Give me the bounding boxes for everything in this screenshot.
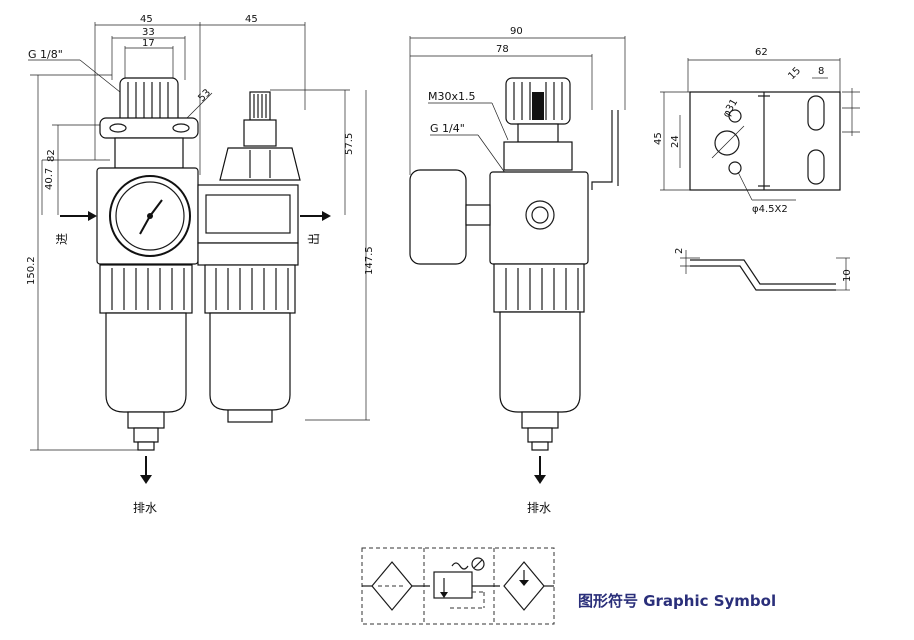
hole-label: φ4.5X2 [752,204,788,215]
left-assembly-view: 45 45 33 17 G 1/8" 53 150.2 82 40.7 57.5… [26,14,375,515]
dim-33: 33 [142,27,155,38]
dim-82: 82 [46,149,57,162]
dim-40-7: 40.7 [44,168,55,190]
dim-45-right: 45 [245,14,258,25]
thread-label-m30: M30x1.5 [428,90,476,103]
dim-2: 2 [674,248,685,254]
dim-150-2: 150.2 [26,256,37,285]
graphic-symbol-title: 图形符号 Graphic Symbol [578,592,776,610]
dim-15: 15 [786,65,803,82]
graphic-symbol: 图形符号 Graphic Symbol [361,547,776,625]
dim-24: 24 [670,135,681,148]
middle-side-view: 90 78 M30x1.5 G 1/4" [409,26,626,515]
drain-label-middle: 排水 [527,501,551,515]
dim-62: 62 [755,47,768,58]
dim-45-bracket: 45 [653,132,664,145]
drain-label-left: 排水 [133,501,157,515]
port-label-g14: G 1/4" [430,122,465,135]
dim-78: 78 [496,44,509,55]
bracket-view: 62 8 15 45 24 φ31 φ4.5X2 2 [653,47,860,291]
outlet-label: 出 [307,233,321,245]
port-label-g18: G 1/8" [28,48,63,61]
dim-90: 90 [510,26,523,37]
dim-8: 8 [818,66,824,77]
dim-17: 17 [142,38,155,49]
dim-57-5: 57.5 [344,133,355,155]
dim-45-left: 45 [140,14,153,25]
dim-147-5: 147.5 [364,246,375,275]
inlet-label: 进 [55,233,69,245]
dim-53: 53 [196,87,213,104]
dim-10: 10 [842,269,853,282]
